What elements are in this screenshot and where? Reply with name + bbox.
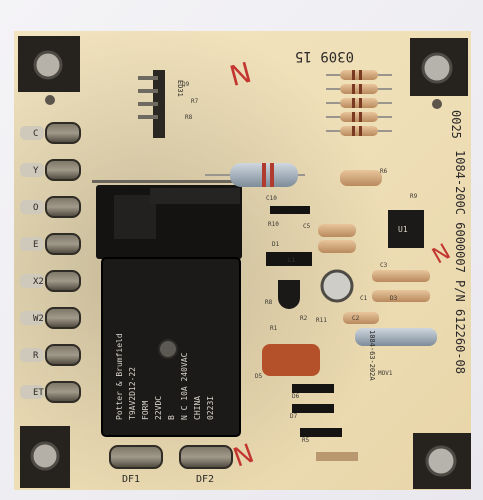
terminal-solder-pad xyxy=(20,237,44,251)
ref-designator: D3 xyxy=(390,295,398,302)
relay-marking: Potter & Brumfield xyxy=(115,333,124,420)
relay-marking: B xyxy=(167,415,176,420)
terminal-solder-pad xyxy=(20,385,44,399)
terminal-label: X2 xyxy=(33,277,44,287)
date-code: 0309 15 xyxy=(295,48,354,64)
ref-designator: MOV1 xyxy=(378,370,393,377)
pcb-shadow xyxy=(14,31,471,490)
connector-label: ED31 xyxy=(176,80,184,97)
relay-marking: T9AV2D12-22 xyxy=(128,367,137,420)
terminal-solder-pad xyxy=(20,126,44,140)
bottom-terminals: DF1 DF2 xyxy=(109,445,233,485)
relay-marking: CHINA xyxy=(193,396,202,420)
terminal-label: E xyxy=(33,240,38,250)
spade-terminal xyxy=(45,196,81,218)
via-hole xyxy=(45,95,55,105)
ref-designator: R2 xyxy=(300,315,308,322)
relay-marking: 0223I xyxy=(206,396,215,420)
terminal-df1-label: DF1 xyxy=(122,474,140,485)
terminal-df2-label: DF2 xyxy=(196,474,214,485)
part-number-label: 1084-200C 6000007 P/N 612260-08 xyxy=(453,150,467,374)
spade-terminal xyxy=(45,381,81,403)
side-code: 0025 xyxy=(449,110,463,139)
ref-designator: R10 xyxy=(268,221,279,228)
ref-designator: C10 xyxy=(266,195,277,202)
ref-designator: C1 xyxy=(360,295,368,302)
ref-designator: R8 xyxy=(265,299,273,306)
chip-label: U1 xyxy=(398,225,408,234)
terminal-solder-pad xyxy=(20,200,44,214)
ref-designator: R9 xyxy=(410,193,418,200)
ref-designator: D1 xyxy=(272,241,280,248)
relay-marking: N C 10A 240VAC xyxy=(180,352,189,420)
via-hole xyxy=(432,99,442,109)
terminal-label: Y xyxy=(33,166,39,176)
small-side-label: 1084-63-202A xyxy=(368,330,376,381)
terminal-label: C xyxy=(33,129,38,139)
mid-components: U1 xyxy=(262,170,437,461)
ref-designator: C2 xyxy=(352,315,360,322)
power-resistor xyxy=(205,163,305,187)
terminal-label: R xyxy=(33,351,39,361)
ref-designator: R8 xyxy=(185,114,193,121)
terminal-label: W2 xyxy=(33,314,44,324)
ref-designator: R5 xyxy=(302,437,310,444)
ref-designator: D6 xyxy=(292,393,300,400)
ref-designator: C5 xyxy=(303,223,311,230)
terminal-label: ET xyxy=(33,388,44,398)
terminal-solder-pad xyxy=(20,311,44,325)
terminal-solder-pad xyxy=(20,163,44,177)
spade-terminal xyxy=(45,344,81,366)
mounting-pads xyxy=(18,36,471,489)
terminal-solder-pad xyxy=(20,348,44,362)
ref-designator: R6 xyxy=(380,168,388,175)
pin-header: ED31 xyxy=(138,70,184,138)
ref-designator: R7 xyxy=(191,98,199,105)
ref-designator: R11 xyxy=(316,317,327,324)
small-relay xyxy=(92,180,242,259)
spade-terminal xyxy=(45,233,81,255)
ref-designator: R1 xyxy=(270,325,278,332)
ref-designator: C3 xyxy=(380,262,388,269)
spade-terminal xyxy=(45,159,81,181)
terminal-label: O xyxy=(33,203,38,213)
relay-marking: FORM xyxy=(141,401,150,420)
spade-terminal xyxy=(45,122,81,144)
ref-designator: D5 xyxy=(255,373,263,380)
ref-designator: Q9 xyxy=(182,81,190,88)
spade-terminal xyxy=(45,307,81,329)
spade-terminal xyxy=(45,270,81,292)
ref-designator: D7 xyxy=(290,413,298,420)
relay-marking: 22VDC xyxy=(154,396,163,420)
terminal-solder-pad xyxy=(20,274,44,288)
resistor-bank xyxy=(326,70,392,136)
ref-designator: L1 xyxy=(288,257,296,264)
